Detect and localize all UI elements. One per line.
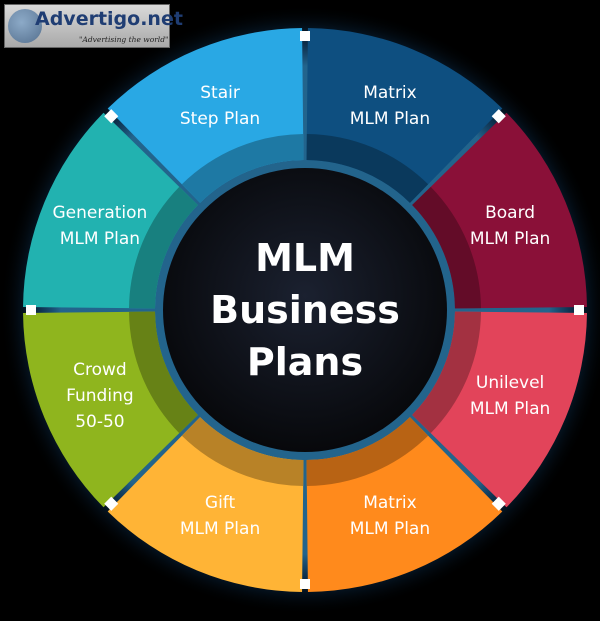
gap-marker-7: [26, 305, 36, 315]
center-title-line-3: Plans: [247, 340, 363, 384]
segment-inner-band-5: [181, 417, 304, 486]
gap-marker-5: [300, 579, 310, 589]
gap-marker-4: [491, 496, 506, 511]
segment-inner-band-7: [129, 186, 198, 309]
center-hub: [163, 168, 447, 452]
segment-inner-band-2: [412, 186, 481, 309]
gap-marker-3: [574, 305, 584, 315]
watermark-tagline: "Advertising the world": [79, 35, 169, 44]
segment-inner-band-6: [129, 311, 198, 434]
watermark-brand: Advertigo.net: [35, 8, 183, 30]
watermark-logo: Advertigo.net "Advertising the world": [4, 4, 183, 48]
globe-icon: [8, 9, 42, 43]
gap-marker-2: [491, 109, 506, 124]
center-title-line-1: MLM: [255, 236, 355, 280]
segment-inner-band-4: [306, 417, 429, 486]
segment-inner-band-1: [306, 134, 429, 203]
segment-inner-band-8: [181, 134, 304, 203]
gap-marker-1: [300, 31, 310, 41]
segment-inner-band-3: [412, 311, 481, 434]
center-title-line-2: Business: [210, 288, 400, 332]
gap-marker-6: [104, 496, 119, 511]
